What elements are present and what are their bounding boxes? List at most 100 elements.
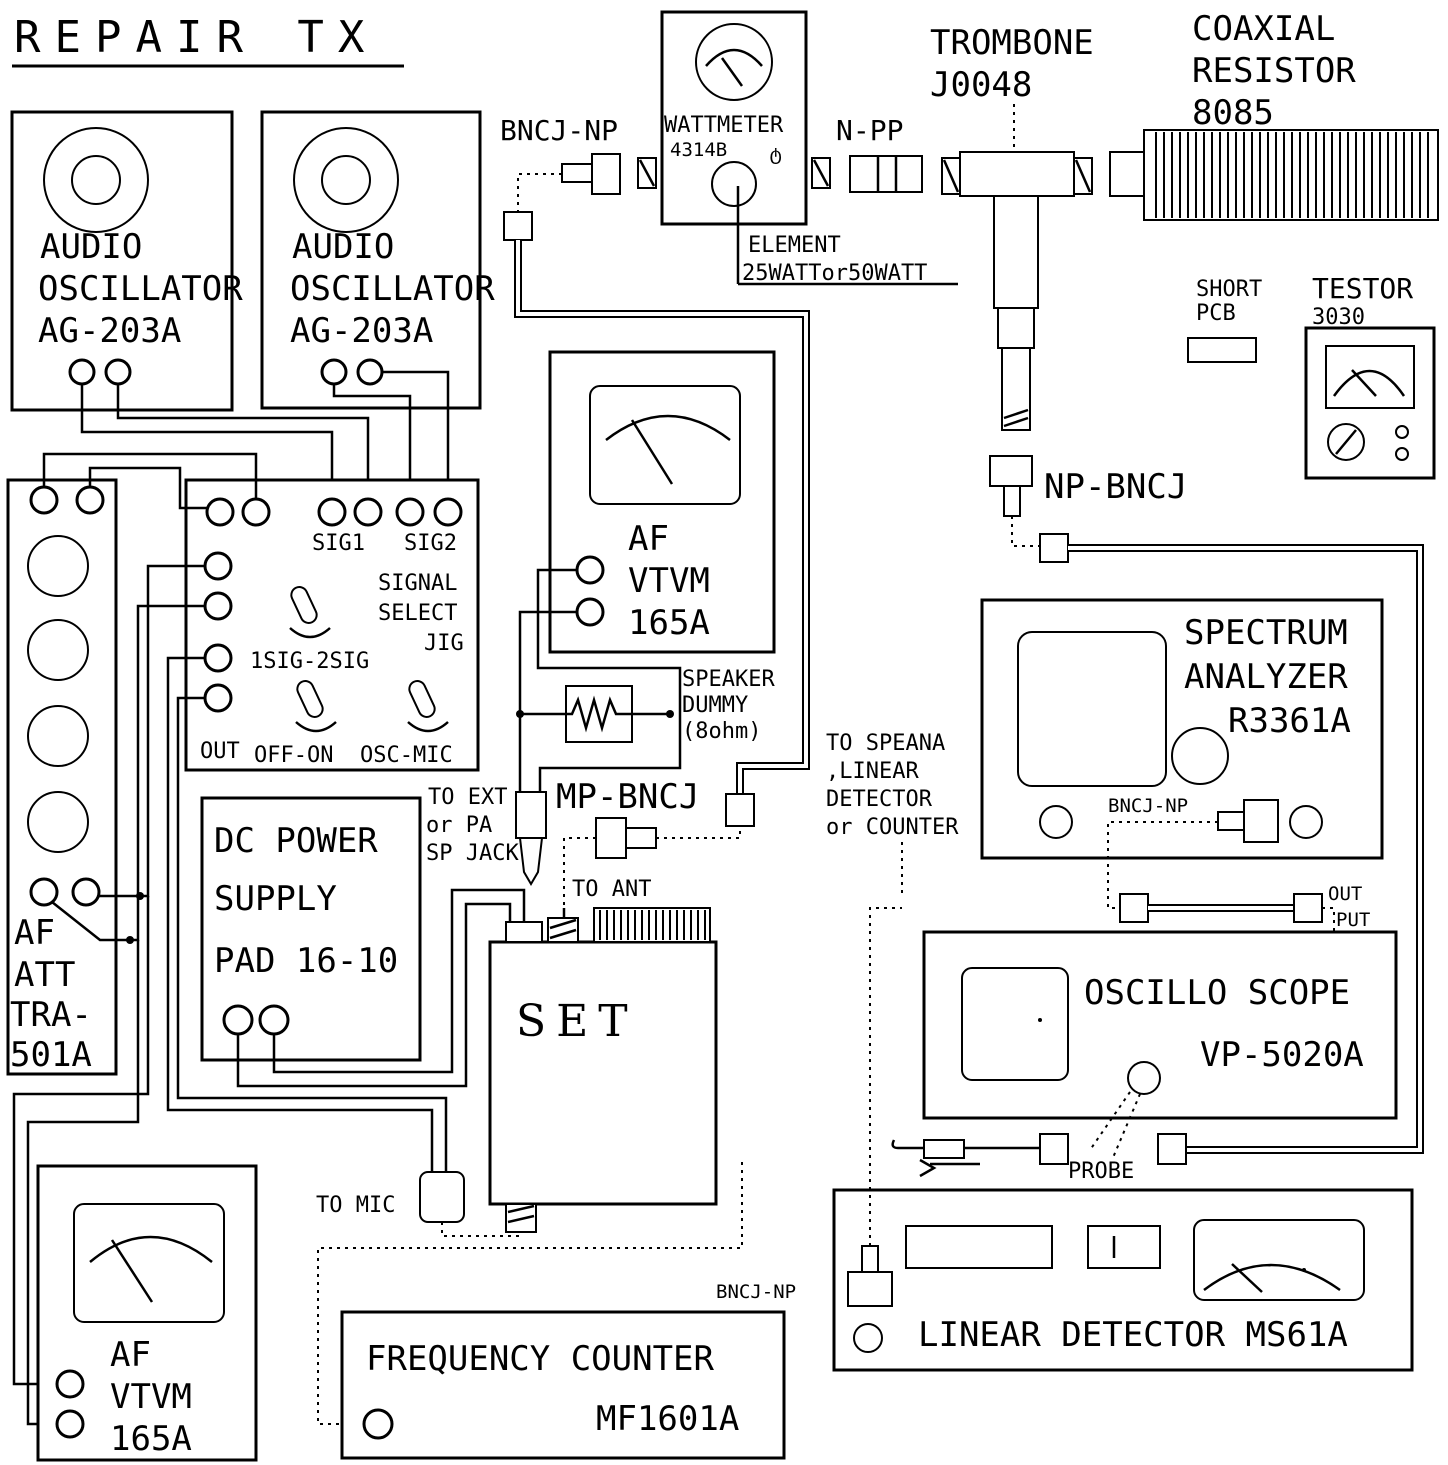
jig-sw3-label: OSC-MIC <box>360 743 453 768</box>
oscilloscope-vp-5020a: OSCILLO SCOPE VP-5020A <box>922 930 1398 1120</box>
to-ext-label-1: TO EXT <box>428 785 507 810</box>
counter-label-2: MF1601A <box>596 1399 739 1439</box>
att-jack-bottom-1[interactable] <box>29 877 59 907</box>
mic-plug[interactable] <box>419 1171 465 1223</box>
testor-label-1: TESTOR <box>1312 272 1413 305</box>
att-jack-top-1[interactable] <box>29 485 59 515</box>
np-bncj-label: NP-BNCJ <box>1044 467 1187 507</box>
vtvm-top-jack-1[interactable] <box>575 555 605 585</box>
vtvm-bot-label-3: 165A <box>110 1419 192 1459</box>
osc2-jack-1[interactable] <box>320 358 348 386</box>
dc-jack-1[interactable] <box>222 1004 254 1036</box>
to-ant-label: TO ANT <box>572 877 651 902</box>
n-pp-label: N-PP <box>836 114 903 147</box>
dc-power-supply: DC POWER SUPPLY PAD 16-10 <box>200 796 422 1062</box>
jig-left-jack-1[interactable] <box>203 551 233 581</box>
switch-1sig-2sig[interactable] <box>289 584 331 639</box>
jig-sig2-jack-2[interactable] <box>433 497 463 527</box>
att-jack-bottom-2[interactable] <box>71 877 101 907</box>
bncj-np-top-label: BNCJ-NP <box>500 114 618 147</box>
np-bncj-plug[interactable] <box>1039 533 1069 563</box>
trombone-label-2: J0048 <box>930 65 1032 105</box>
att-label-2: ATT <box>14 955 75 995</box>
dc-label-3: PAD 16-10 <box>214 941 398 981</box>
detector-bncj-np-adapter[interactable] <box>847 1271 893 1307</box>
speana-bncj-np-adapter[interactable] <box>1243 799 1279 843</box>
vtvm-top-label-3: 165A <box>628 603 710 643</box>
wattmeter-arrow-icon: ტ <box>770 143 782 165</box>
speana-bncj-np-label: BNCJ-NP <box>1108 795 1188 817</box>
spectrum-analyzer-r3361a: SPECTRUM ANALYZER R3361A BNCJ-NP <box>980 598 1384 860</box>
set-dc-connector[interactable] <box>505 921 543 943</box>
output-plug-1[interactable] <box>1119 893 1149 923</box>
att-jack-top-2[interactable] <box>75 485 105 515</box>
set-radio: SET <box>488 907 718 1233</box>
vtvm-bot-label-1: AF <box>110 1335 151 1375</box>
osc1-label-2: OSCILLATOR <box>38 269 243 309</box>
vtvm-top-label-2: VTVM <box>628 561 710 601</box>
scope-input-plug[interactable] <box>1157 1133 1187 1165</box>
testor-label-2: 3030 <box>1312 305 1365 330</box>
jig-out-label: OUT <box>200 739 240 764</box>
jig-left-jack-3[interactable] <box>203 643 233 673</box>
mp-bncj-label: MP-BNCJ <box>556 777 699 817</box>
jig-sig1-jack-1[interactable] <box>317 497 347 527</box>
scope-probe-jack[interactable] <box>1127 1061 1161 1095</box>
output-plug-2[interactable] <box>1293 893 1323 923</box>
osc1-jack-1[interactable] <box>68 358 96 386</box>
counter-input-jack[interactable] <box>362 1408 394 1440</box>
probe-plug[interactable] <box>1039 1133 1069 1165</box>
np-bncj-adapter[interactable] <box>989 455 1033 487</box>
dc-label-1: DC POWER <box>214 821 378 861</box>
jig-sig1-jack-2[interactable] <box>353 497 383 527</box>
frequency-counter-mf1601a: FREQUENCY COUNTER MF1601A <box>340 1310 786 1460</box>
wire-osc2-sig2a <box>332 384 412 500</box>
wire-dc-set-2 <box>272 888 526 1074</box>
short-pcb-label-2: PCB <box>1196 301 1236 326</box>
audio-oscillator-2: AUDIO OSCILLATOR AG-203A <box>260 110 495 410</box>
trombone-label-1: TROMBONE <box>930 23 1094 63</box>
element-label-2: 25WATTor50WATT <box>742 261 927 286</box>
to-speana-label-1: TO SPEANA <box>826 731 945 756</box>
speana-label-3: R3361A <box>1228 701 1351 741</box>
vtvm-top-jack-2[interactable] <box>575 597 605 627</box>
wire-att-jig-2 <box>88 466 207 510</box>
jig-name-3: JIG <box>424 631 464 656</box>
jig-left-jack-2[interactable] <box>203 591 233 621</box>
osc2-label-1: AUDIO <box>292 227 394 267</box>
to-ext-label-2: or PA <box>426 813 492 838</box>
vtvm-bot-jack-1[interactable] <box>55 1369 85 1399</box>
jig-jack-top-1[interactable] <box>205 497 235 527</box>
jig-sig2-label: SIG2 <box>404 531 457 556</box>
osc1-jack-2[interactable] <box>104 358 132 386</box>
dc-label-2: SUPPLY <box>214 879 337 919</box>
af-att-tra-501a: AF ATT TRA- 501A <box>6 478 118 1076</box>
mp-bncj-plug[interactable] <box>725 793 755 827</box>
wire-osc1-sig1a <box>80 384 334 500</box>
vtvm-top-label-1: AF <box>628 519 669 559</box>
dc-jack-2[interactable] <box>258 1004 290 1036</box>
jig-jack-top-2[interactable] <box>241 497 271 527</box>
osc2-jack-2[interactable] <box>356 358 384 386</box>
probe-body[interactable] <box>923 1139 965 1159</box>
n-pp-adapter[interactable] <box>849 155 923 193</box>
bncj-np-top-adapter[interactable] <box>591 153 621 195</box>
switch-off-on[interactable] <box>295 678 337 733</box>
speana-label-2: ANALYZER <box>1184 657 1348 697</box>
osc2-label-3: AG-203A <box>290 311 433 351</box>
switch-osc-mic[interactable] <box>407 678 449 733</box>
osc1-label-3: AG-203A <box>38 311 181 351</box>
wire-dc-set-1 <box>236 902 512 1088</box>
audio-oscillator-1: AUDIO OSCILLATOR AG-203A <box>10 110 243 412</box>
wattmeter-4314b: WATTMETER 4314B ტ <box>660 10 808 226</box>
bncj-plug-top[interactable] <box>503 211 533 241</box>
jig-sig1-label: SIG1 <box>312 531 365 556</box>
jig-out-jack[interactable] <box>203 683 233 713</box>
wire-osc1-sig1b <box>116 384 370 500</box>
vtvm-bot-jack-2[interactable] <box>55 1409 85 1439</box>
mp-bncj-adapter[interactable] <box>595 817 627 859</box>
jig-sig2-jack-1[interactable] <box>395 497 425 527</box>
jig-name-2: SELECT <box>378 601 457 626</box>
ext-sp-plug[interactable] <box>515 791 547 839</box>
